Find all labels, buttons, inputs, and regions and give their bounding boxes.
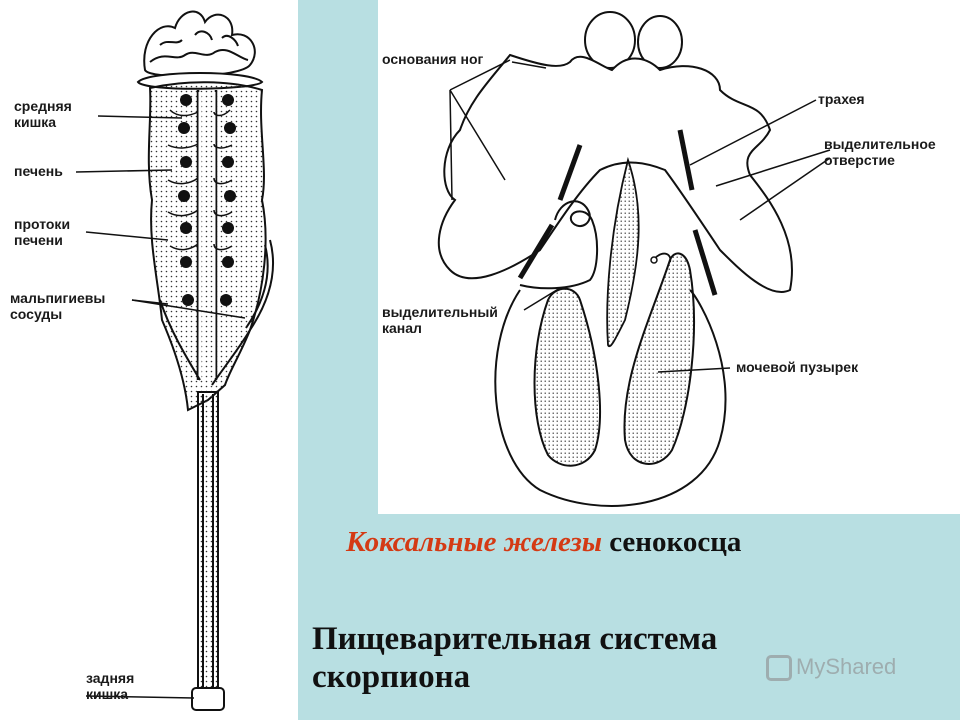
hindgut-tube: [191, 391, 225, 711]
digestive-system-caption: Пищеварительная система скорпиона: [312, 621, 718, 695]
coxal-glands-caption: Коксальные железы сенокосца: [346, 526, 741, 559]
mouthparts: [136, 10, 264, 90]
caption-italic: Коксальные железы: [346, 526, 602, 558]
midgut-liver: [147, 81, 267, 412]
harvestman-panel: [378, 0, 960, 514]
myshared-logo-icon: [766, 655, 792, 682]
label-midgut: средняя кишка: [14, 98, 72, 130]
label-liver: печень: [14, 163, 63, 179]
scorpion-digestive-diagram: [75, 10, 274, 711]
malpighian-vessels: [159, 239, 274, 386]
label-hindgut: задняя кишка: [86, 670, 135, 702]
label-liver-ducts: протоки печени: [14, 216, 71, 248]
label-leg-bases: основания ног: [382, 51, 484, 67]
watermark-text: MyShared: [796, 654, 897, 679]
leader-lines: [75, 115, 246, 699]
label-excretory-canal: выделительный канал: [382, 304, 498, 336]
label-excretory-opening: выделительное отверстие: [824, 136, 936, 168]
label-urinary-bladder: мочевой пузырек: [736, 359, 859, 375]
label-trachea: трахея: [818, 91, 865, 107]
label-malpighian-vessels: мальпигиевы сосуды: [10, 290, 106, 322]
caption-plain: сенокосца: [609, 526, 742, 558]
watermark: MyShared: [766, 654, 897, 682]
